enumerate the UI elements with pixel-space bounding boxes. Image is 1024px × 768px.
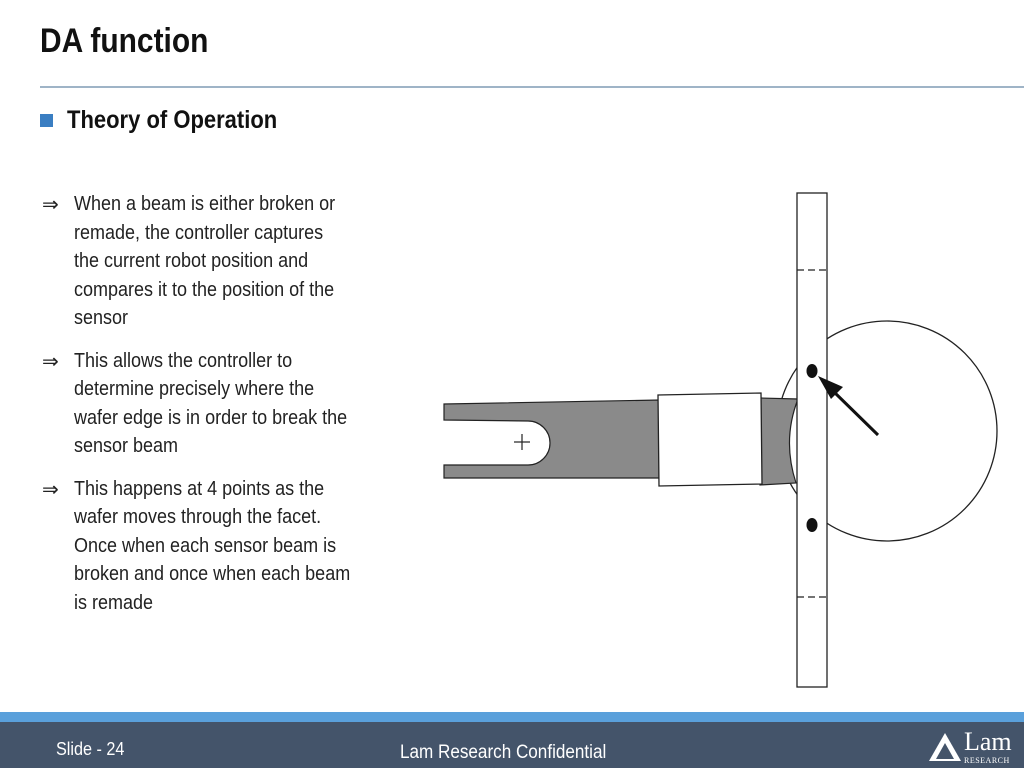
sensor-dot-upper — [806, 364, 818, 378]
slide-number: Slide - 24 — [56, 739, 125, 759]
footer-stripe — [0, 712, 1024, 722]
sensor-dot-lower — [806, 518, 818, 532]
bullet-item: ⇒ This happens at 4 points as the wafer … — [42, 475, 382, 618]
bullet-text: This allows the controller to determine … — [74, 349, 348, 458]
bullet-item: ⇒ When a beam is either broken or remade… — [42, 190, 382, 333]
logo-triangle-icon — [929, 733, 961, 761]
slide-title: DA function — [40, 22, 209, 60]
bullet-item: ⇒ This allows the controller to determin… — [42, 347, 382, 461]
pointer-arrow-shaft — [830, 388, 880, 437]
subheading-text: Theory of Operation — [67, 106, 278, 134]
title-divider — [40, 86, 1024, 88]
bullet-text: When a beam is either broken or remade, … — [74, 193, 336, 329]
subheading: Theory of Operation — [40, 106, 306, 135]
robot-end-effector — [443, 399, 661, 479]
pointer-arrow-head — [818, 376, 843, 399]
bullet-text: This happens at 4 points as the wafer mo… — [74, 477, 351, 614]
double-arrow-icon: ⇒ — [42, 476, 59, 501]
double-arrow-icon: ⇒ — [42, 192, 59, 216]
robot-wrist-block — [657, 392, 763, 487]
company-logo: Lam RESEARCH — [928, 727, 1020, 767]
double-arrow-icon: ⇒ — [42, 348, 59, 373]
confidential-label: Lam Research Confidential — [400, 742, 607, 763]
footer-bar: Slide - 24 Lam Research Confidential Lam… — [0, 712, 1024, 768]
square-bullet-icon — [40, 114, 53, 127]
logo-name: Lam — [964, 727, 1012, 756]
sensor-bar — [796, 192, 828, 688]
logo-subtitle: RESEARCH — [964, 756, 1010, 765]
bullet-list: ⇒ When a beam is either broken or remade… — [42, 190, 382, 631]
wafer-sensor-diagram — [443, 192, 998, 688]
